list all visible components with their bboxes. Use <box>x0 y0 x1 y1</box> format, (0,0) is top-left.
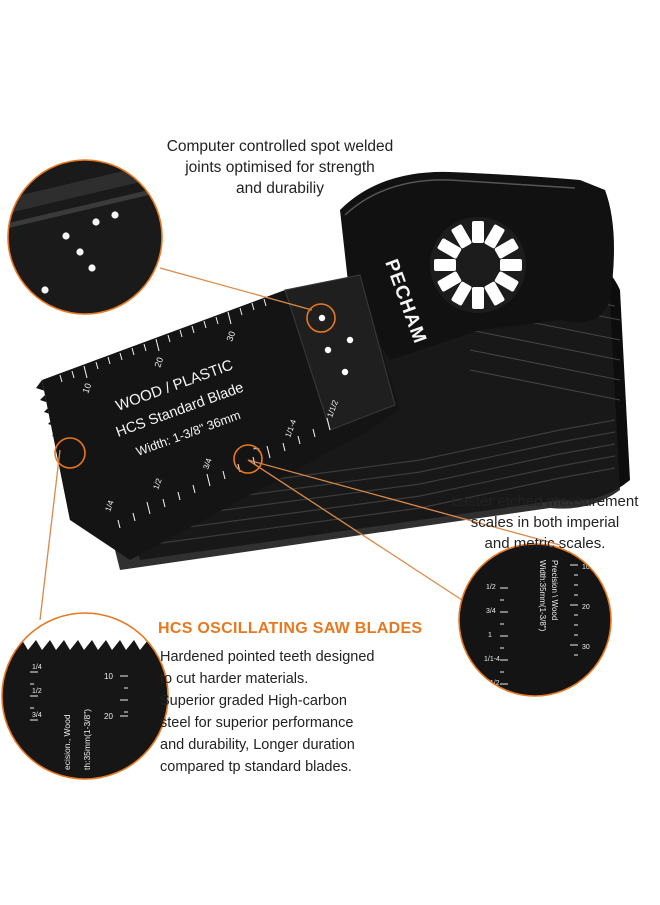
zoom-teeth-detail: 1/4 1/2 3/4 10 20 ecision., Wood th:35mm… <box>1 612 169 780</box>
weld-callout: Computer controlled spot welded joints o… <box>120 136 440 199</box>
zoom-teeth-metric-tick: 20 <box>104 712 113 721</box>
zoom-scale-imperial-tick: 1 <box>488 632 492 639</box>
teeth-callout-heading: HCS OSCILLATING SAW BLADES <box>158 620 423 637</box>
zoom-scale-imperial-tick: 1/2 <box>486 584 496 591</box>
etched-callout-line: and metric scales. <box>484 535 606 552</box>
zoom-scale-metric-tick: 10 <box>582 564 590 571</box>
zoom-teeth-imperial-tick: 3/4 <box>32 712 42 719</box>
weld-callout-line: Computer controlled spot welded <box>166 138 394 155</box>
metric-tick-label: 30 <box>224 330 237 343</box>
zoom-teeth-metric-tick: 10 <box>104 672 113 681</box>
etched-scale-callout: Laster etched measurement scales in both… <box>430 491 660 554</box>
weld-callout-line: and durabiliy <box>236 180 324 197</box>
zoom-weld-detail <box>7 159 163 315</box>
teeth-callout-line: Superior graded High-carbon <box>160 693 347 709</box>
zoom-teeth-mirrored-line2: th:35mm(1-3/8") <box>82 709 92 770</box>
etched-callout-line: Laster etched measurement <box>451 493 639 510</box>
zoom-scale-imperial-tick: 3/4 <box>486 608 496 615</box>
leader-lines <box>39 267 561 621</box>
zoom-scale-mirrored-line1: Precision \ Wood <box>550 560 559 620</box>
weld-highlight-ring <box>306 303 336 333</box>
zoom-teeth-mirrored-line1: ecision., Wood <box>62 714 72 770</box>
teeth-callout-line: to cut harder materials. <box>160 671 309 687</box>
zoom-scale-metric-tick: 30 <box>582 644 590 651</box>
zoom-teeth-imperial-tick: 1/2 <box>32 688 42 695</box>
teeth-callout-line: Hardened pointed teeth designed <box>160 649 375 665</box>
scale-highlight-ring <box>233 444 263 474</box>
imperial-tick-label: 3/4 <box>201 457 213 471</box>
front-blade: 10 20 30 1/4 1/2 3/4 1 1/1-4 1/1/2 WOOD … <box>36 257 430 560</box>
zoom-scale-detail: 1/2 3/4 1 1/1-4 1/1/2 10 20 30 Precision… <box>458 543 612 697</box>
teeth-callout-line: steel for superior performance <box>160 715 354 731</box>
teeth-callout-line: and durability, Longer duration <box>160 737 355 753</box>
imperial-tick-label: 1/2 <box>151 477 163 491</box>
teeth-callout-line: compared tp standard blades. <box>160 759 352 775</box>
zoom-teeth-imperial-tick: 1/4 <box>32 664 42 671</box>
imperial-tick-label: 1/4 <box>103 499 115 513</box>
etched-callout-line: scales in both imperial <box>470 514 620 531</box>
metric-tick-label: 20 <box>152 356 165 369</box>
weld-callout-line: joints optimised for strength <box>185 159 375 176</box>
zoom-scale-metric-tick: 20 <box>582 604 590 611</box>
zoom-scale-imperial-tick: 1/1-4 <box>484 656 500 663</box>
metric-tick-label: 10 <box>80 382 93 395</box>
teeth-highlight-ring <box>54 437 86 469</box>
blade-mount <box>340 171 614 360</box>
teeth-callout-description: Hardened pointed teeth designed to cut h… <box>160 646 460 778</box>
zoom-scale-mirrored-line2: Width:35mm(1-3/8") <box>538 560 547 632</box>
